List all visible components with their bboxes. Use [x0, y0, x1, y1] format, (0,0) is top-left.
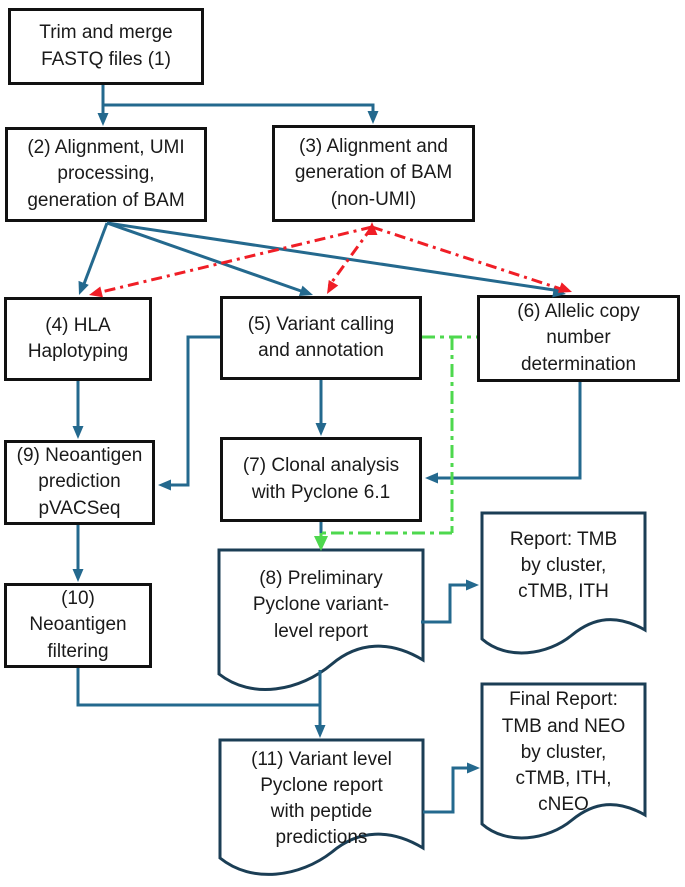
- node-9-label: (9) Neoantigen prediction pVACSeq: [16, 445, 143, 519]
- node-9-neoantigen-prediction: (9) Neoantigen prediction pVACSeq: [4, 440, 155, 525]
- node-6-allelic-copy-number: (6) Allelic copy number determination: [477, 295, 680, 382]
- node-4-hla-haplotyping: (4) HLA Haplotyping: [4, 297, 152, 381]
- node-2-label: (2) Alignment, UMI processing, generatio…: [27, 137, 185, 211]
- node-11-document-shape: [218, 738, 425, 876]
- node-1-trim-merge: Trim and merge FASTQ files (1): [8, 8, 204, 85]
- node-3-alignment-non-umi: (3) Alignment and generation of BAM (non…: [272, 125, 475, 222]
- node-5-label: (5) Variant calling and annotation: [247, 313, 395, 361]
- report-1-label: Report: TMB by cluster, cTMB, ITH: [509, 528, 618, 603]
- node-5-variant-calling: (5) Variant calling and annotation: [220, 296, 422, 380]
- node-10-neoantigen-filtering: (10) Neoantigen filtering: [4, 583, 152, 668]
- report-1-document-shape: [480, 511, 647, 655]
- node-2-alignment-umi: (2) Alignment, UMI processing, generatio…: [5, 127, 207, 222]
- node-7-clonal-analysis: (7) Clonal analysis with Pyclone 6.1: [220, 437, 422, 522]
- node-4-label: (4) HLA Haplotyping: [27, 314, 129, 362]
- node-10-label: (10) Neoantigen filtering: [29, 588, 127, 662]
- node-11-variant-level-report: (11) Variant level Pyclone report with p…: [222, 743, 421, 855]
- node-6-label: (6) Allelic copy number determination: [517, 301, 640, 375]
- report-2-document-shape: [480, 682, 647, 840]
- node-7-label: (7) Clonal analysis with Pyclone 6.1: [242, 455, 400, 503]
- node-3-label: (3) Alignment and generation of BAM (non…: [294, 136, 453, 210]
- report-1-tmb: Report: TMB by cluster, cTMB, ITH: [484, 516, 643, 616]
- node-11-label: (11) Variant level Pyclone report with p…: [251, 748, 392, 849]
- node-1-label: Trim and merge FASTQ files (1): [39, 22, 173, 70]
- report-2-final: Final Report: TMB and NEO by cluster, cT…: [484, 687, 643, 819]
- node-8-preliminary-report: (8) Preliminary Pyclone variant- level r…: [221, 553, 421, 658]
- node-8-label: (8) Preliminary Pyclone variant- level r…: [252, 568, 390, 642]
- report-2-label: Final Report: TMB and NEO by cluster, cT…: [501, 689, 626, 816]
